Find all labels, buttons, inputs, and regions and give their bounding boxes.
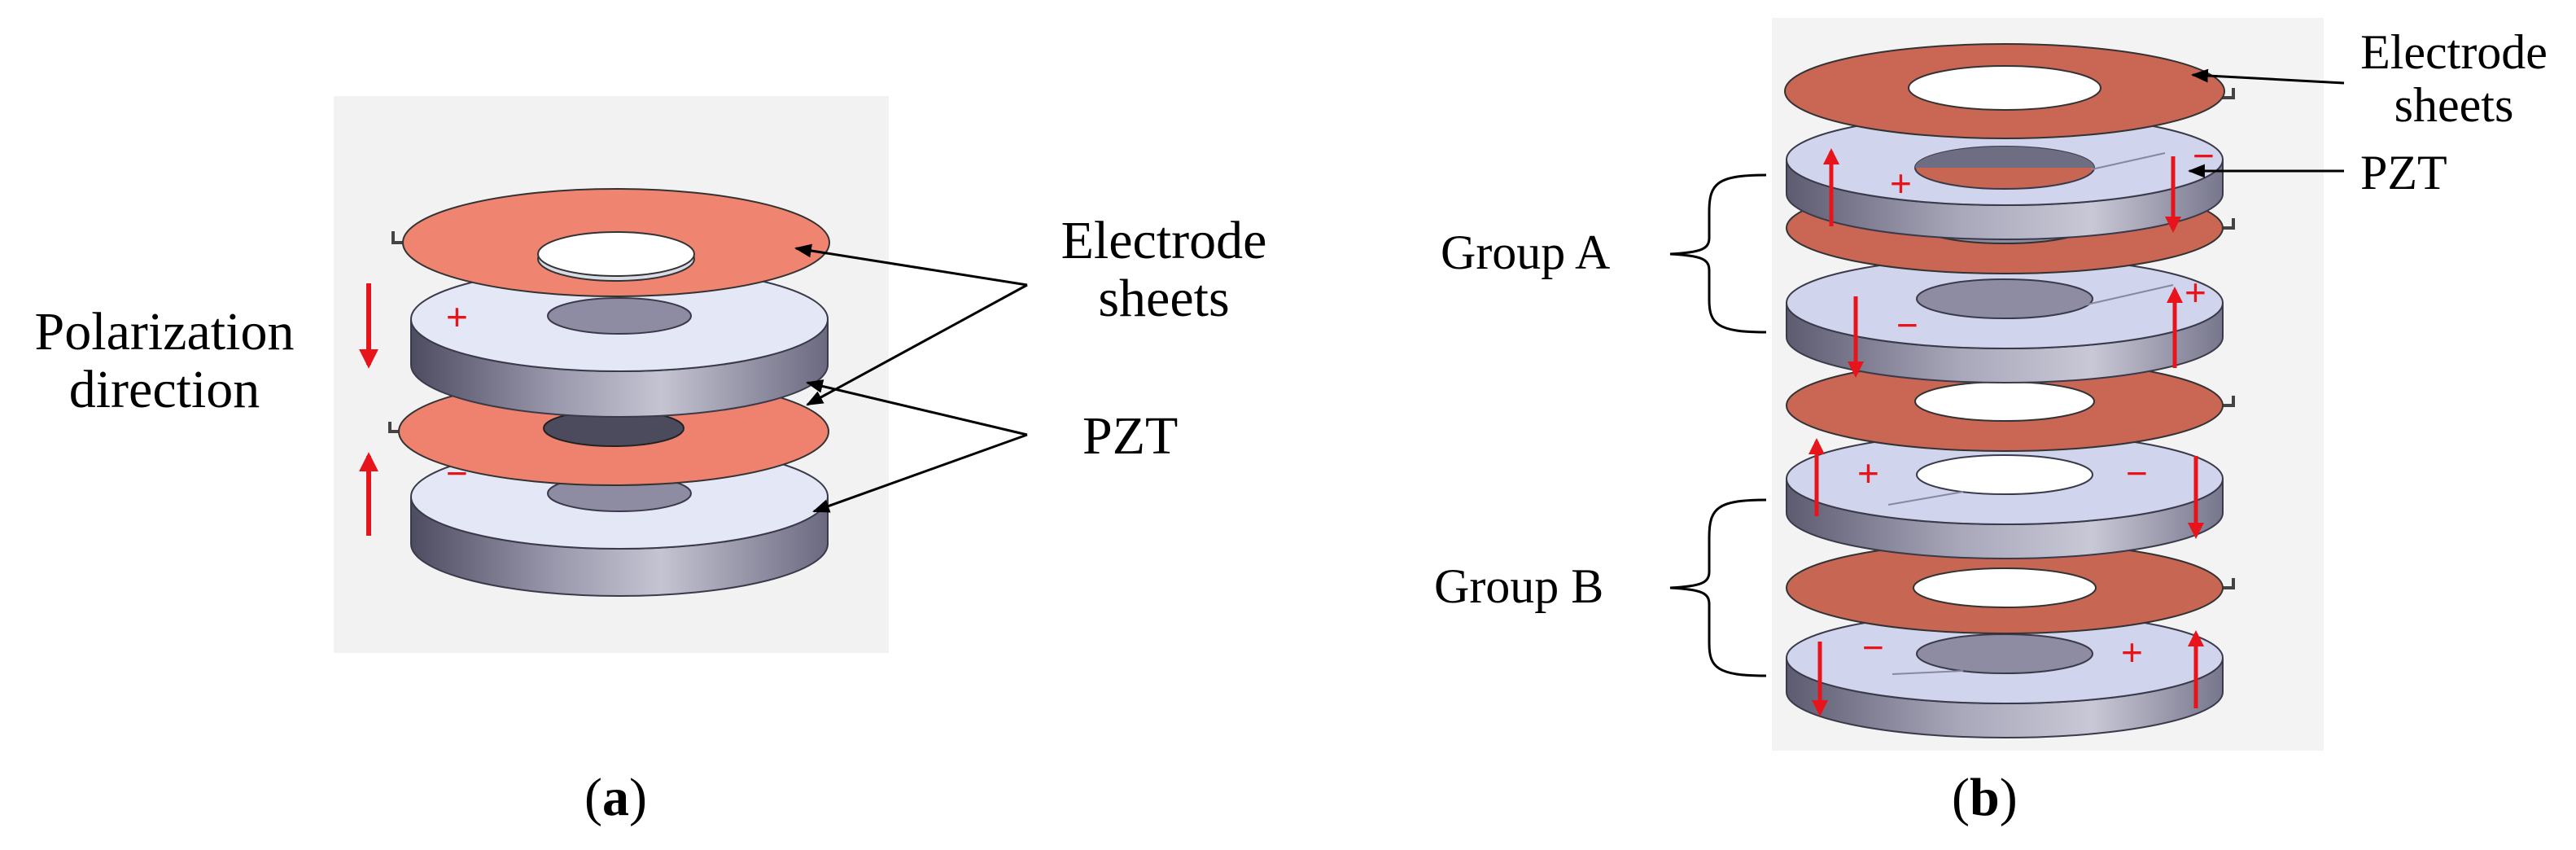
- electrode-label-a-line1: Electrode: [1061, 211, 1267, 270]
- pzt-b-4-right-sign: +: [2121, 631, 2143, 673]
- electrode-sheet-a-upper: [391, 188, 830, 297]
- panel-a-drawing: [334, 96, 1028, 653]
- caption-a: (a): [584, 768, 647, 827]
- polarization-direction-label: Polarization direction: [10, 303, 319, 419]
- group-b-label: Group B: [1434, 559, 1604, 613]
- pzt-a-top-plus-sign: +: [446, 296, 468, 338]
- electrode-label-a-line2: sheets: [1098, 269, 1230, 329]
- pzt-b-1-right-sign: −: [2193, 134, 2215, 177]
- pzt-ring-b-3: [1786, 432, 2224, 559]
- pzt-label-b: PZT: [2360, 146, 2447, 199]
- pzt-b-3-right-sign: −: [2126, 452, 2148, 494]
- electrode-sheets-label-b: Electrode sheets: [2344, 26, 2564, 132]
- pzt-b-4-left-sign: −: [1862, 626, 1884, 668]
- pzt-ring-b-1: [1786, 113, 2224, 240]
- polarization-label-line2: direction: [68, 360, 260, 420]
- group-a-label: Group A: [1441, 226, 1611, 279]
- pzt-b-3-left-sign: +: [1857, 452, 1879, 494]
- electrode-label-b-line2: sheets: [2394, 77, 2514, 132]
- panel-b-drawing: [1669, 18, 2345, 751]
- electrode-sheets-label-a: Electrode sheets: [1034, 212, 1294, 328]
- pzt-ring-b-4: [1786, 611, 2224, 738]
- caption-a-letter: a: [601, 768, 629, 827]
- electrode-leader-b: [2190, 68, 2345, 85]
- pzt-label-a: PZT: [1082, 406, 1179, 466]
- pzt-a-bottom-minus-sign: −: [446, 452, 468, 494]
- pzt-b-2-right-sign: +: [2185, 271, 2206, 313]
- electrode-sheet-b-4: [1786, 541, 2235, 634]
- electrode-sheet-b-3: [1786, 359, 2235, 452]
- caption-b-letter: b: [1969, 768, 2000, 827]
- electrode-sheet-b-1: [1784, 43, 2235, 139]
- polarization-label-line1: Polarization: [34, 302, 295, 361]
- group-a-brace: [1669, 173, 1767, 334]
- electrode-label-b-line1: Electrode: [2360, 25, 2548, 79]
- pzt-leader-lower: [812, 433, 1028, 513]
- electrode-leader-upper: [794, 243, 1028, 287]
- pzt-leader-upper: [805, 379, 1028, 436]
- group-b-brace: [1669, 498, 1767, 677]
- pzt-b-2-left-sign: −: [1896, 304, 1918, 346]
- pzt-b-1-left-sign: +: [1890, 162, 1912, 204]
- pzt-ring-a-top: [410, 266, 829, 418]
- pzt-ring-b-2: [1786, 256, 2224, 383]
- electrode-leader-lower: [806, 283, 1028, 406]
- caption-b: (b): [1952, 768, 2018, 827]
